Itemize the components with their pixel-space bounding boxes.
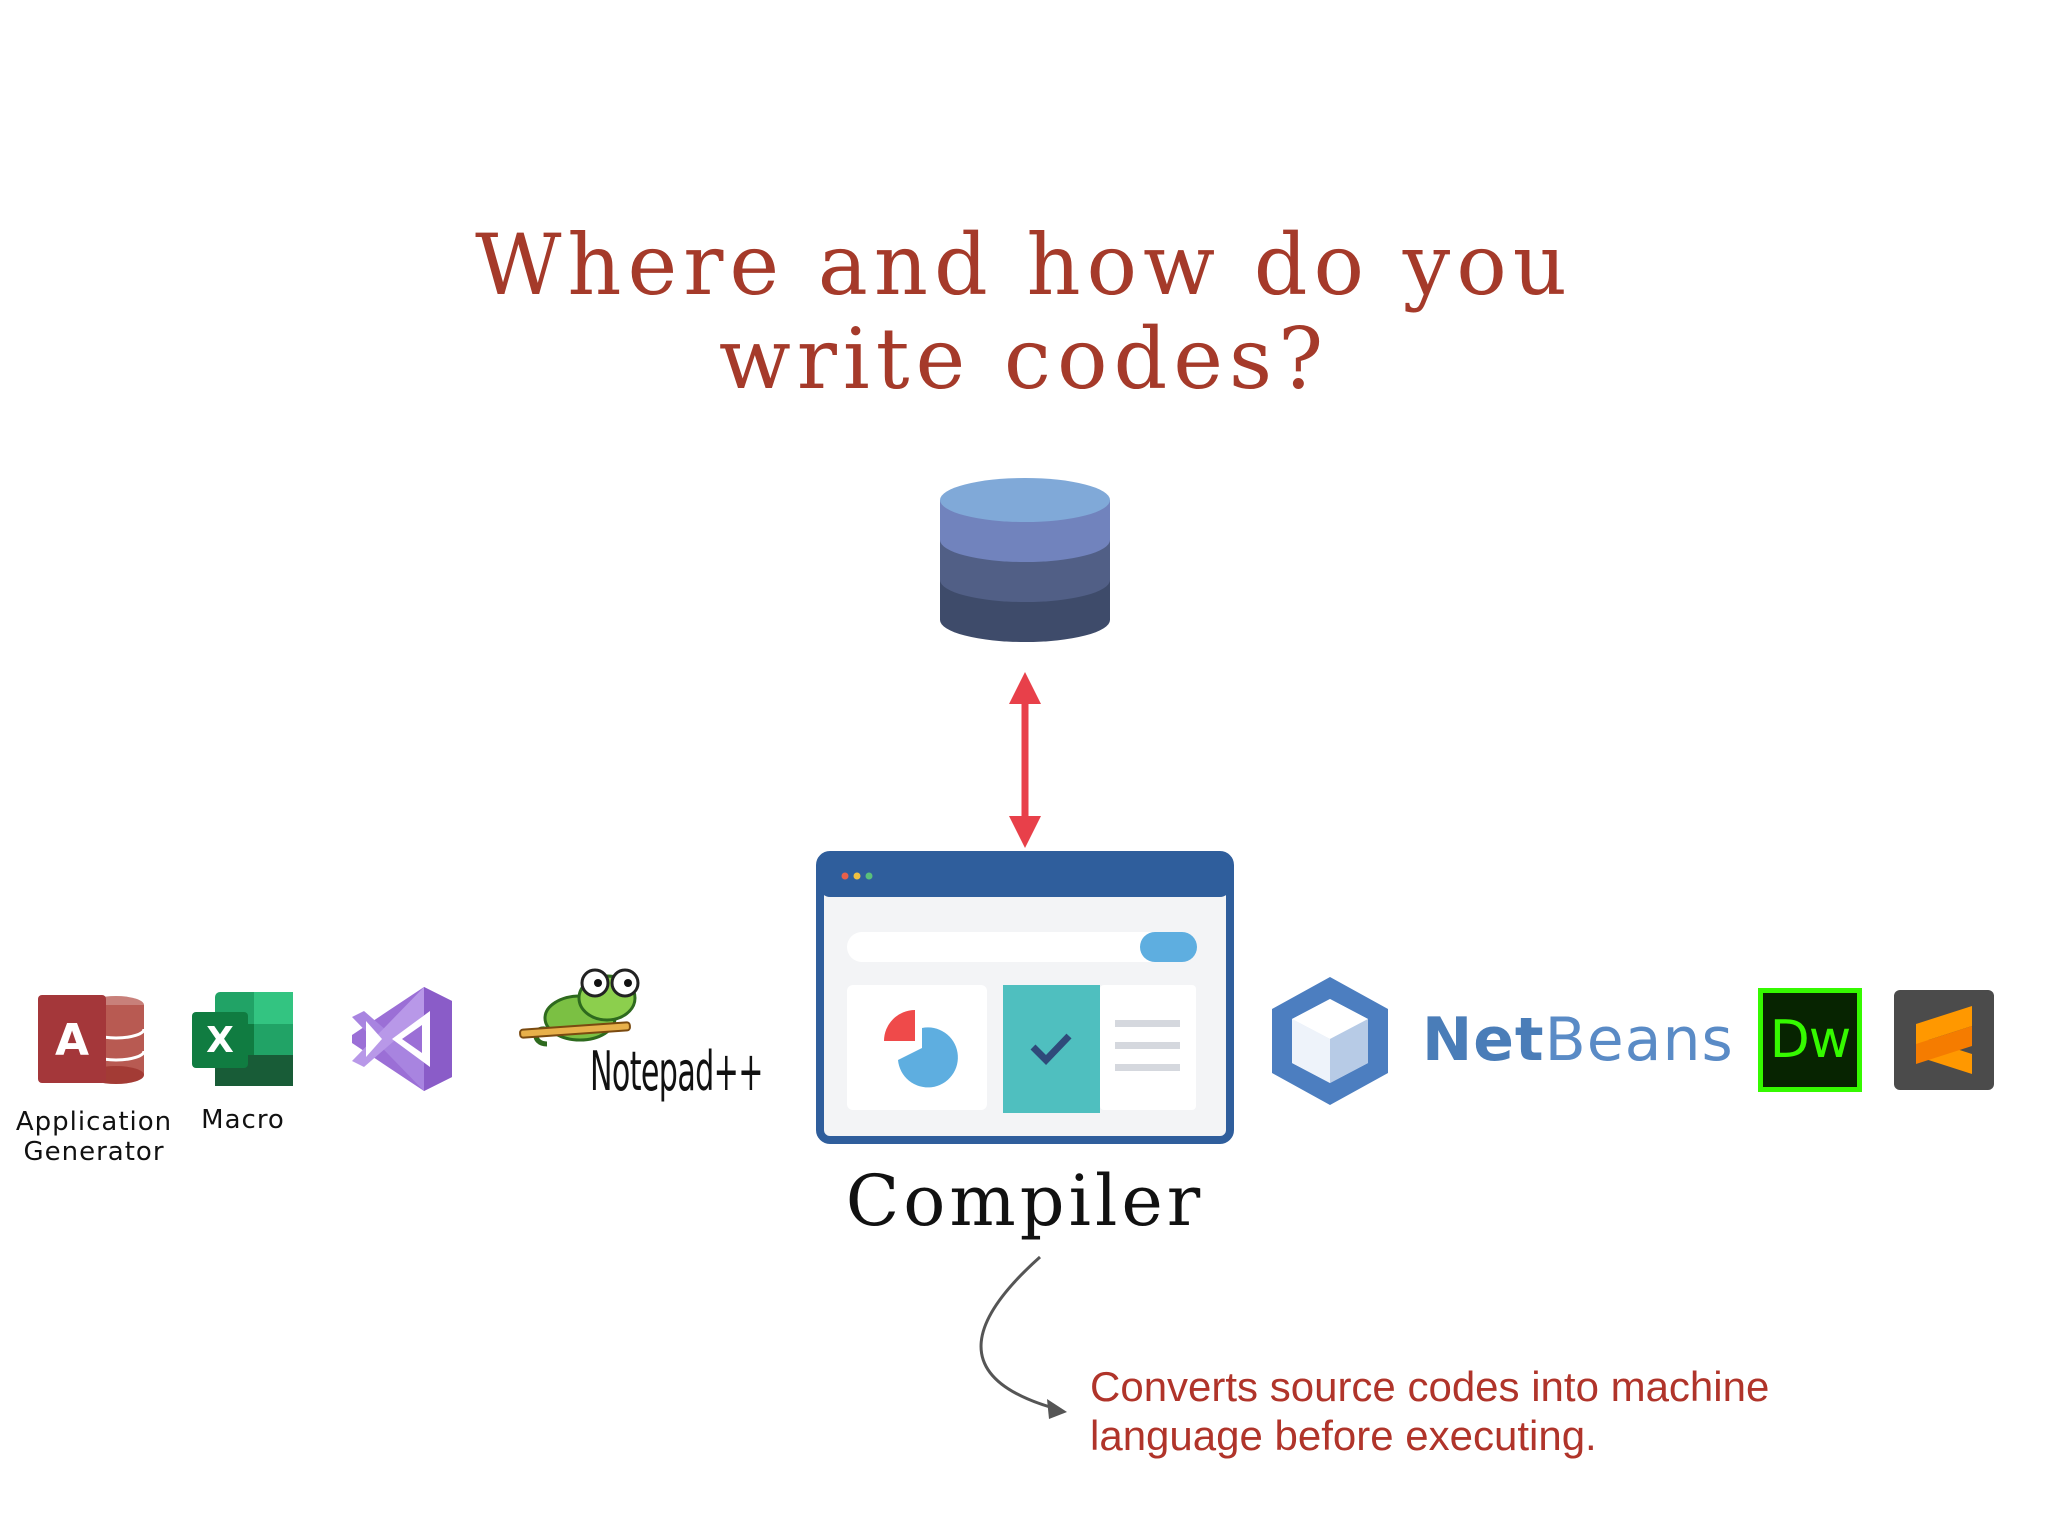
notepad-plus-plus-icon <box>519 968 640 1047</box>
curved-arrow-icon <box>979 1255 1067 1419</box>
access-label-line-2: Generator <box>23 1137 165 1167</box>
visual-studio-icon <box>352 987 452 1091</box>
dreamweaver-icon: Dw <box>1758 988 1862 1092</box>
netbeans-logo-text: NetBeans <box>1422 1005 1734 1075</box>
note-line-1: Converts source codes into machine <box>1090 1363 1770 1410</box>
access-icon: A <box>38 995 146 1084</box>
svg-text:X: X <box>206 1020 234 1061</box>
compiler-window-icon <box>816 851 1234 1144</box>
netbeans-icon <box>1272 977 1388 1105</box>
compiler-note: Converts source codes into machine langu… <box>1090 1362 1850 1460</box>
dreamweaver-logo-text: Dw <box>1769 1010 1852 1070</box>
bidirectional-arrow-icon <box>1009 672 1041 848</box>
svg-text:A: A <box>55 1015 89 1066</box>
title-line-2: write codes? <box>718 310 1330 408</box>
page-title: Where and how do you write codes? <box>0 218 2048 406</box>
notepad-plus-plus-logo-text: Notepad++ <box>590 1040 764 1103</box>
excel-icon: X <box>192 992 293 1086</box>
access-label-line-1: Application <box>15 1107 173 1137</box>
access-label: Application Generator <box>10 1107 178 1167</box>
netbeans-logo-text-light: Beans <box>1544 1005 1734 1075</box>
netbeans-logo-text-bold: Net <box>1422 1005 1545 1075</box>
excel-label: Macro <box>201 1105 285 1135</box>
note-line-2: language before executing. <box>1090 1412 1597 1459</box>
compiler-label: Compiler <box>845 1160 1205 1242</box>
title-line-1: Where and how do you <box>475 216 1573 314</box>
database-icon <box>940 478 1110 642</box>
sublime-text-icon <box>1894 990 1994 1090</box>
